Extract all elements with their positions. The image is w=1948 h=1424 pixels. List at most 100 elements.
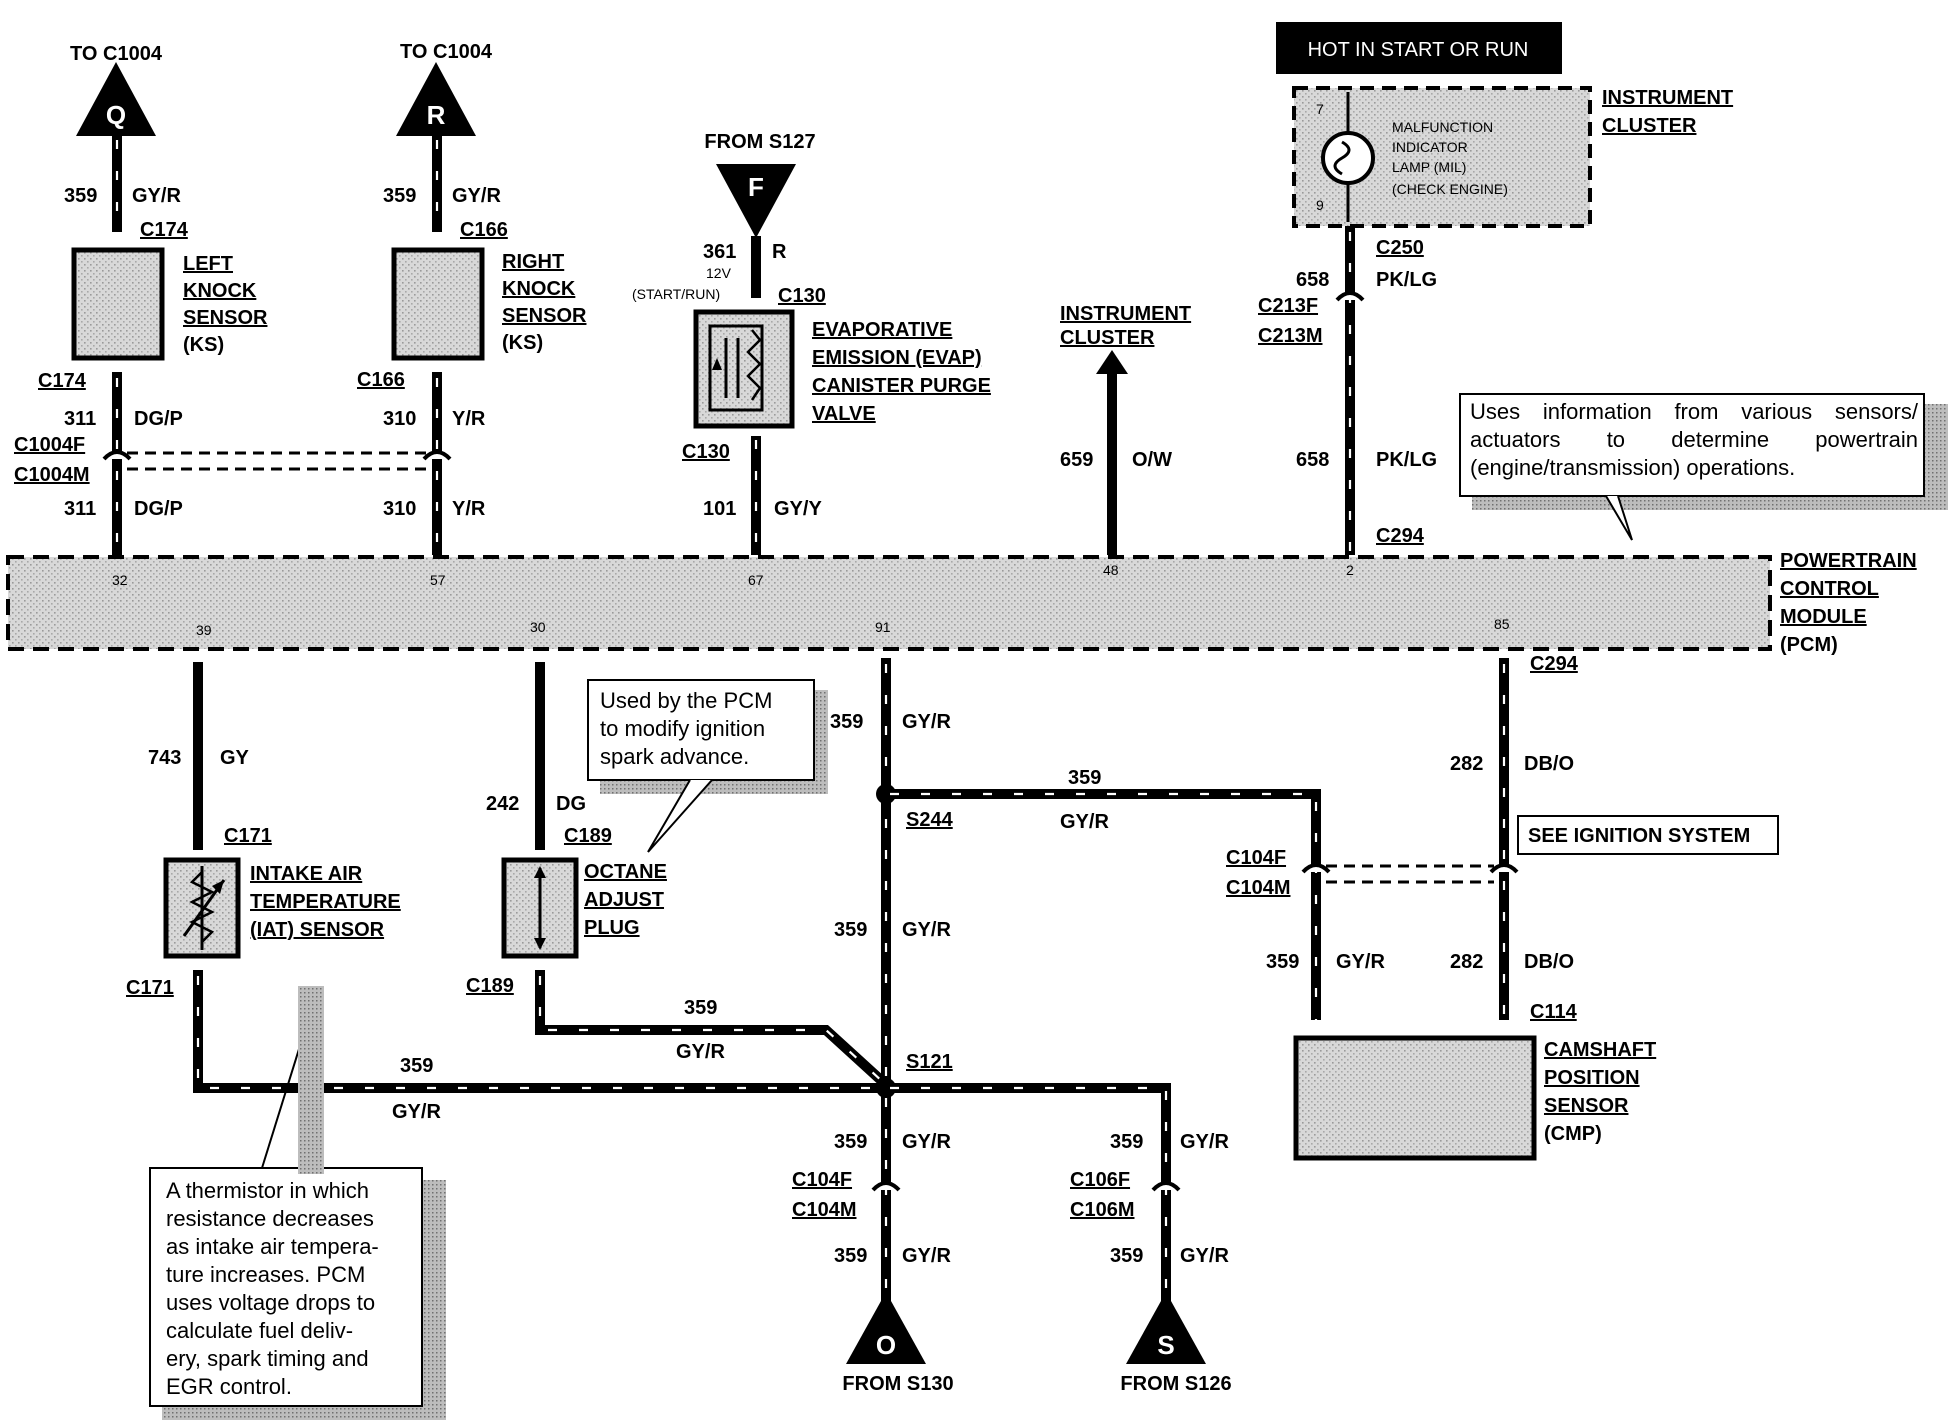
octane-note-pointer bbox=[647, 779, 713, 853]
o-circuit-b: 359 bbox=[834, 1245, 867, 1267]
pcm-pin-39: 39 bbox=[196, 622, 212, 638]
s-color-a: GY/R bbox=[1180, 1131, 1229, 1153]
oct-run-color: GY/R bbox=[676, 1041, 725, 1063]
rk-conn-top: C166 bbox=[460, 219, 508, 241]
cmp-color-l: GY/R bbox=[1336, 951, 1385, 973]
iat-name-1: INTAKE AIR bbox=[250, 863, 363, 885]
connector-o-letter: O bbox=[876, 1330, 896, 1360]
mil-conn-c250: C250 bbox=[1376, 237, 1424, 259]
see-ignition-box[interactable] bbox=[1517, 815, 1779, 855]
evap-conn-bottom: C130 bbox=[682, 441, 730, 463]
o-color-b: GY/R bbox=[902, 1245, 951, 1267]
iat-note-pointer-shadow bbox=[298, 986, 324, 1174]
oct-note-line-2: to modify ignition bbox=[600, 716, 765, 741]
oct-name-1: OCTANE bbox=[584, 861, 667, 883]
pcm-note-box bbox=[1459, 393, 1925, 497]
evap-name-1: EVAPORATIVE bbox=[812, 319, 952, 341]
mil-conn-m: C213M bbox=[1258, 325, 1322, 347]
cmp-circuit-top: 282 bbox=[1450, 753, 1483, 775]
connector-q-dest: TO C1004 bbox=[70, 43, 163, 65]
hot-banner-box bbox=[1276, 22, 1562, 74]
oct-name-2: ADJUST bbox=[584, 889, 664, 911]
pcm-name-1: POWERTRAIN bbox=[1780, 550, 1917, 572]
cmp-circuit-r: 282 bbox=[1450, 951, 1483, 973]
lk-circuit-top: 359 bbox=[64, 185, 97, 207]
s121-v-circuit: 359 bbox=[834, 919, 867, 941]
lk-circuit-low: 311 bbox=[64, 498, 96, 520]
c1004m-label: C1004M bbox=[14, 464, 90, 486]
s244-h-circuit: 359 bbox=[1068, 767, 1101, 789]
cmp-name-3: SENSOR bbox=[1544, 1095, 1629, 1117]
pcm-pin-57: 57 bbox=[430, 572, 446, 588]
connector-o-triangle bbox=[846, 1292, 926, 1364]
connector-r-dest: TO C1004 bbox=[400, 41, 493, 63]
iat-note-line-1: A thermistor in which bbox=[166, 1178, 369, 1203]
connector-f-letter: F bbox=[748, 172, 764, 202]
right-knock-sensor-box bbox=[391, 247, 485, 361]
pcm-note-text: Uses information from various sensors/ a… bbox=[1470, 399, 1918, 480]
pcm-name-2: CONTROL bbox=[1780, 578, 1879, 600]
rk-name-2: KNOCK bbox=[502, 278, 576, 300]
rk-conn-bottom: C166 bbox=[357, 369, 405, 391]
cmp-name-1: CAMSHAFT bbox=[1544, 1039, 1656, 1061]
ic-out-name-1: INSTRUMENT bbox=[1060, 303, 1191, 325]
iat-name-2: TEMPERATURE bbox=[250, 891, 401, 913]
iat-run-color: GY/R bbox=[392, 1101, 441, 1123]
oct-color: DG bbox=[556, 793, 586, 815]
ic-out-circuit: 659 bbox=[1060, 449, 1093, 471]
connector-o-src: FROM S130 bbox=[842, 1373, 953, 1395]
pcm-pin-48: 48 bbox=[1103, 562, 1119, 578]
hot-banner-text: HOT IN START OR RUN bbox=[1308, 39, 1529, 61]
evap-name-4: VALVE bbox=[812, 403, 876, 425]
mil-label-1: MALFUNCTION bbox=[1392, 119, 1493, 135]
connector-q-letter: Q bbox=[106, 100, 126, 130]
iat-note-box bbox=[149, 1167, 423, 1407]
c104-connector bbox=[1301, 863, 1519, 884]
pcm-module: 32 57 67 48 2 39 30 91 85 bbox=[6, 555, 1772, 651]
s-color-b: GY/R bbox=[1180, 1245, 1229, 1267]
s-circuit-b: 359 bbox=[1110, 1245, 1143, 1267]
connector-f-triangle bbox=[716, 164, 796, 238]
o-conn-f: C104F bbox=[792, 1169, 852, 1191]
rk-name-3: SENSOR bbox=[502, 305, 587, 327]
iat-note-line-6: calculate fuel deliv- bbox=[166, 1318, 353, 1343]
mil-conn-f: C213F bbox=[1258, 295, 1318, 317]
cmp-name-2: POSITION bbox=[1544, 1067, 1640, 1089]
mil-lamp-icon bbox=[1321, 131, 1375, 185]
thermistor-icon bbox=[182, 866, 226, 950]
s121-label: S121 bbox=[906, 1051, 953, 1073]
s-conn-f: C106F bbox=[1070, 1169, 1130, 1191]
iat-run-circuit: 359 bbox=[400, 1055, 433, 1077]
octane-jumper-icon bbox=[534, 866, 546, 950]
ic-out-name-2: CLUSTER bbox=[1060, 327, 1155, 349]
o-color-a: GY/R bbox=[902, 1131, 951, 1153]
o-circuit-a: 359 bbox=[834, 1131, 867, 1153]
lk-conn-bottom: C174 bbox=[38, 370, 87, 392]
pcm-note-fo: Uses information from various sensors/ a… bbox=[1470, 399, 1918, 480]
lk-circuit-mid: 311 bbox=[64, 408, 96, 430]
lk-color-mid: DG/P bbox=[134, 408, 183, 430]
s-circuit-a: 359 bbox=[1110, 1131, 1143, 1153]
connector-r-letter: R bbox=[427, 100, 446, 130]
iat-conn-top: C171 bbox=[224, 825, 272, 847]
ic-out-arrow bbox=[1096, 350, 1128, 374]
mil-label-4: (CHECK ENGINE) bbox=[1392, 181, 1508, 197]
mil-label-3: LAMP (MIL) bbox=[1392, 159, 1466, 175]
s244-label: S244 bbox=[906, 809, 954, 831]
oct-conn-bottom: C189 bbox=[466, 975, 514, 997]
oct-note-line-3: spark advance. bbox=[600, 744, 749, 769]
cmp-circuit-l: 359 bbox=[1266, 951, 1299, 973]
pcm-abbr: (PCM) bbox=[1780, 634, 1838, 656]
ic-name-1: INSTRUMENT bbox=[1602, 87, 1733, 109]
iat-note-line-4: ture increases. PCM bbox=[166, 1262, 365, 1287]
ic-name-2: CLUSTER bbox=[1602, 115, 1697, 137]
evap-circuit-top: 361 bbox=[703, 241, 736, 263]
s244-pcm-circuit: 359 bbox=[830, 711, 863, 733]
see-ignition-text: SEE IGNITION SYSTEM bbox=[1528, 825, 1750, 847]
iat-note-line-8: EGR control. bbox=[166, 1374, 292, 1399]
connector-f-src: FROM S127 bbox=[704, 131, 815, 153]
s-conn-m: C106M bbox=[1070, 1199, 1134, 1221]
oct-run-circuit: 359 bbox=[684, 997, 717, 1019]
iat-note-line-3: as intake air tempera- bbox=[166, 1234, 379, 1259]
